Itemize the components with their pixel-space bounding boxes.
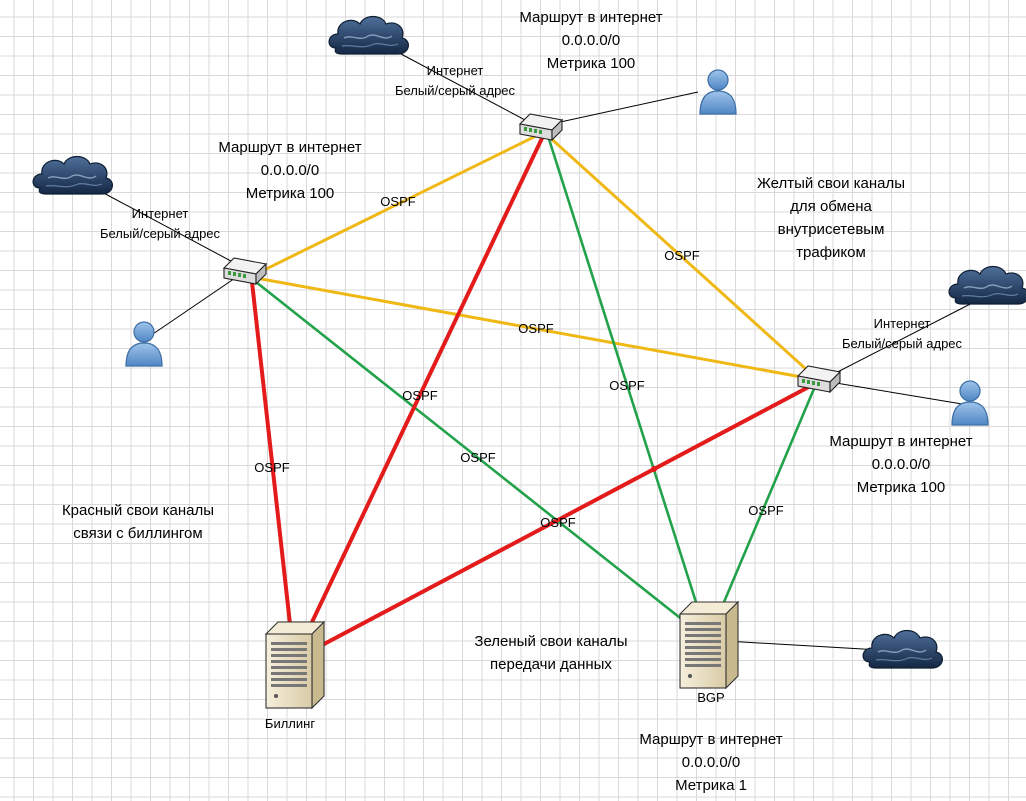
legend-line: трафиком xyxy=(796,244,866,261)
route-note-right: Маршрут в интернет 0.0.0.0/0 Метрика 100 xyxy=(829,433,972,496)
ospf-label: OSPF xyxy=(540,515,575,530)
legend-line: внутрисетевым xyxy=(778,221,885,238)
route-note-line: Маршрут в интернет xyxy=(829,433,972,450)
internet-label-line: Интернет xyxy=(132,206,189,221)
internal-links xyxy=(251,130,820,382)
router-icon xyxy=(223,257,267,285)
red-link-right-billing xyxy=(293,380,819,662)
legend-line: для обмена xyxy=(790,198,872,215)
billing-links xyxy=(250,133,819,662)
red-link-left-billing xyxy=(250,281,296,661)
internet-label-top: Интернет Белый/серый адрес xyxy=(395,63,516,98)
ospf-label: OSPF xyxy=(748,503,783,518)
lan-link-right-cloud xyxy=(817,297,983,383)
bgp-server-label: BGP xyxy=(697,690,724,705)
lan-link-top-user xyxy=(541,91,699,127)
router-icon xyxy=(519,113,563,141)
route-note-line: Маршрут в интернет xyxy=(519,9,662,26)
legend-line: Зеленый свои каналы xyxy=(474,633,627,650)
ospf-label: OSPF xyxy=(460,450,495,465)
ospf-labels: OSPF OSPF OSPF OSPF OSPF OSPF OSPF OSPF … xyxy=(254,194,783,530)
legend-line: Желтый свои каналы xyxy=(757,175,905,192)
route-note-line: Метрика 100 xyxy=(547,55,636,72)
route-note-line: 0.0.0.0/0 xyxy=(562,32,620,49)
route-note-bottom: Маршрут в интернет 0.0.0.0/0 Метрика 1 xyxy=(639,731,782,794)
ospf-label: OSPF xyxy=(380,194,415,209)
cloud-icon xyxy=(862,629,944,669)
internet-label-line: Белый/серый адрес xyxy=(395,83,516,98)
cloud-icon xyxy=(948,265,1026,305)
cloud-icon xyxy=(328,15,410,55)
legend-line: передачи данных xyxy=(490,656,612,673)
ospf-label: OSPF xyxy=(518,321,553,336)
server-icon xyxy=(265,621,325,709)
yellow-link-top-right xyxy=(544,132,820,382)
ospf-label: OSPF xyxy=(402,388,437,403)
route-note-line: 0.0.0.0/0 xyxy=(872,456,930,473)
yellow-link-left-top xyxy=(251,130,545,278)
internet-label-right: Интернет Белый/серый адрес xyxy=(842,316,963,351)
route-note-line: Метрика 100 xyxy=(857,479,946,496)
internet-label-left: Интернет Белый/серый адрес xyxy=(100,206,221,241)
route-note-left: Маршрут в интернет 0.0.0.0/0 Метрика 100 xyxy=(218,139,361,202)
lan-link-right-user xyxy=(817,379,963,405)
route-note-line: 0.0.0.0/0 xyxy=(682,754,740,771)
lan-link-top-cloud xyxy=(385,45,541,129)
lan-link-left-user xyxy=(149,271,245,337)
internet-label-line: Белый/серый адрес xyxy=(842,336,963,351)
data-links xyxy=(255,135,818,642)
green-link-top-bgp xyxy=(546,135,710,641)
link-junction-dot xyxy=(651,466,657,472)
route-note-line: 0.0.0.0/0 xyxy=(261,162,319,179)
route-note-line: Метрика 100 xyxy=(246,185,335,202)
ospf-label: OSPF xyxy=(609,378,644,393)
legend-line: Красный свои каналы xyxy=(62,502,214,519)
ospf-label: OSPF xyxy=(254,460,289,475)
internet-label-line: Белый/серый адрес xyxy=(100,226,221,241)
internet-label-line: Интернет xyxy=(427,63,484,78)
route-note-top: Маршрут в интернет 0.0.0.0/0 Метрика 100 xyxy=(519,9,662,72)
cloud-icon xyxy=(32,155,114,195)
lan-link-left-cloud xyxy=(97,189,245,269)
legend-yellow: Желтый свои каналы для обмена внутрисете… xyxy=(757,175,905,261)
internet-label-line: Интернет xyxy=(874,316,931,331)
legend-red: Красный свои каналы связи с биллингом xyxy=(62,502,214,542)
route-note-line: Метрика 1 xyxy=(675,777,747,794)
legend-line: связи с биллингом xyxy=(73,525,202,542)
yellow-link-left-right xyxy=(255,276,819,382)
legend-green: Зеленый свои каналы передачи данных xyxy=(474,633,627,673)
user-icon xyxy=(699,69,737,115)
green-link-right-bgp xyxy=(706,383,818,641)
route-note-line: Маршрут в интернет xyxy=(218,139,361,156)
user-icon xyxy=(125,321,163,367)
green-link-left-bgp xyxy=(255,280,709,642)
route-note-line: Маршрут в интернет xyxy=(639,731,782,748)
ospf-label: OSPF xyxy=(664,248,699,263)
server-icon xyxy=(679,601,739,689)
red-link-top-billing xyxy=(292,133,546,661)
billing-server-label: Биллинг xyxy=(265,716,315,731)
